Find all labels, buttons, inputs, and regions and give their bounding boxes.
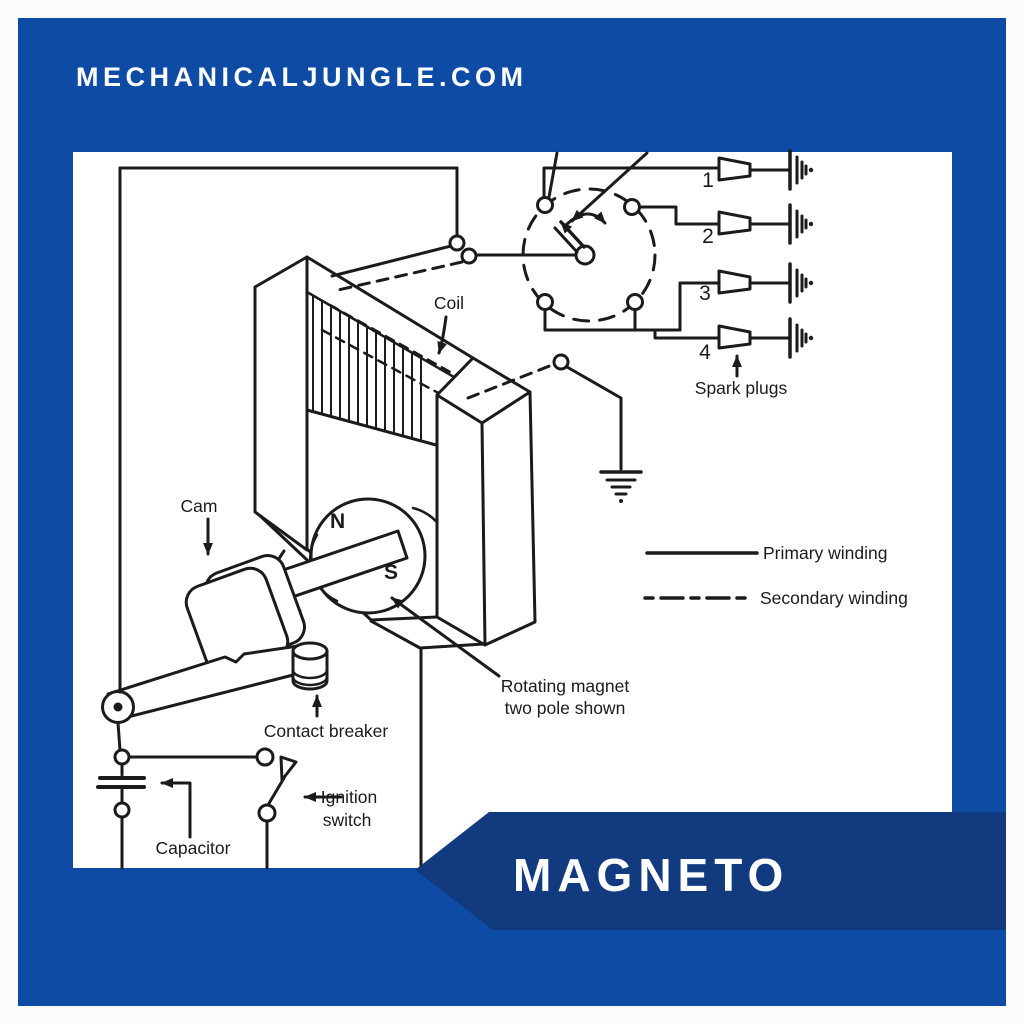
secondary-winding-wires [336,260,554,400]
cam-label: Cam [181,496,218,516]
coil-leader [437,315,448,355]
secondary-terminal [460,247,478,265]
spark-plug-wires [542,166,720,340]
plug-number-3: 3 [699,282,711,305]
capacitor-branch [96,748,259,870]
north-pole-label: N [330,510,345,533]
site-title: MECHANICALJUNGLE.COM [76,62,528,92]
legend-secondary-label: Secondary winding [760,588,908,608]
capacitor-leader [160,778,192,839]
south-pole-label: S [384,561,398,584]
rotating-magnet-label-line2: two pole shown [505,698,626,718]
title-ribbon: MAGNETO [415,812,1006,930]
armature-left-limb [253,255,309,552]
plug-number-2: 2 [702,225,714,248]
switch-moving-contact [257,803,277,823]
ignition-switch-label-line1: Ignition [321,787,377,807]
ignition-switch-label-line2: switch [323,810,372,830]
label-arrows [160,315,742,839]
page-title: MAGNETO [513,849,790,901]
plug-number-1: 1 [702,169,714,192]
contact-4 [626,293,644,311]
distributor [474,151,657,323]
contact-breaker-label: Contact breaker [264,721,389,741]
ignition-switch [255,747,298,870]
armature-right-limb [435,356,537,647]
contact-1 [536,196,554,214]
plug-number-4: 4 [699,341,711,364]
distributor-center [574,244,596,266]
spark-plugs [717,149,814,359]
coil-label: Coil [434,293,464,313]
spark-plug-1 [717,149,814,191]
primary-circuit-wires [116,166,459,752]
ground-branch [552,353,643,503]
winding-legend [643,551,759,600]
rotor-arm [559,220,586,249]
capacitor-label: Capacitor [156,838,231,858]
legend-primary-label: Primary winding [763,543,887,563]
rotating-magnet-leader [390,596,501,678]
spark-plug-4 [717,317,814,359]
switch-fixed-contact [255,747,275,767]
contact-3 [536,293,554,311]
spark-plugs-label: Spark plugs [695,378,788,398]
primary-terminal [448,234,466,252]
spark-plug-3 [717,262,814,304]
distributor-rotation-arrow [564,211,607,227]
rotating-magnet-label-line1: Rotating magnet [501,676,630,696]
contact-breaker-arm [101,641,329,724]
breaker-post [291,649,329,691]
contact-2 [623,198,641,216]
spark-plug-2 [717,203,814,245]
